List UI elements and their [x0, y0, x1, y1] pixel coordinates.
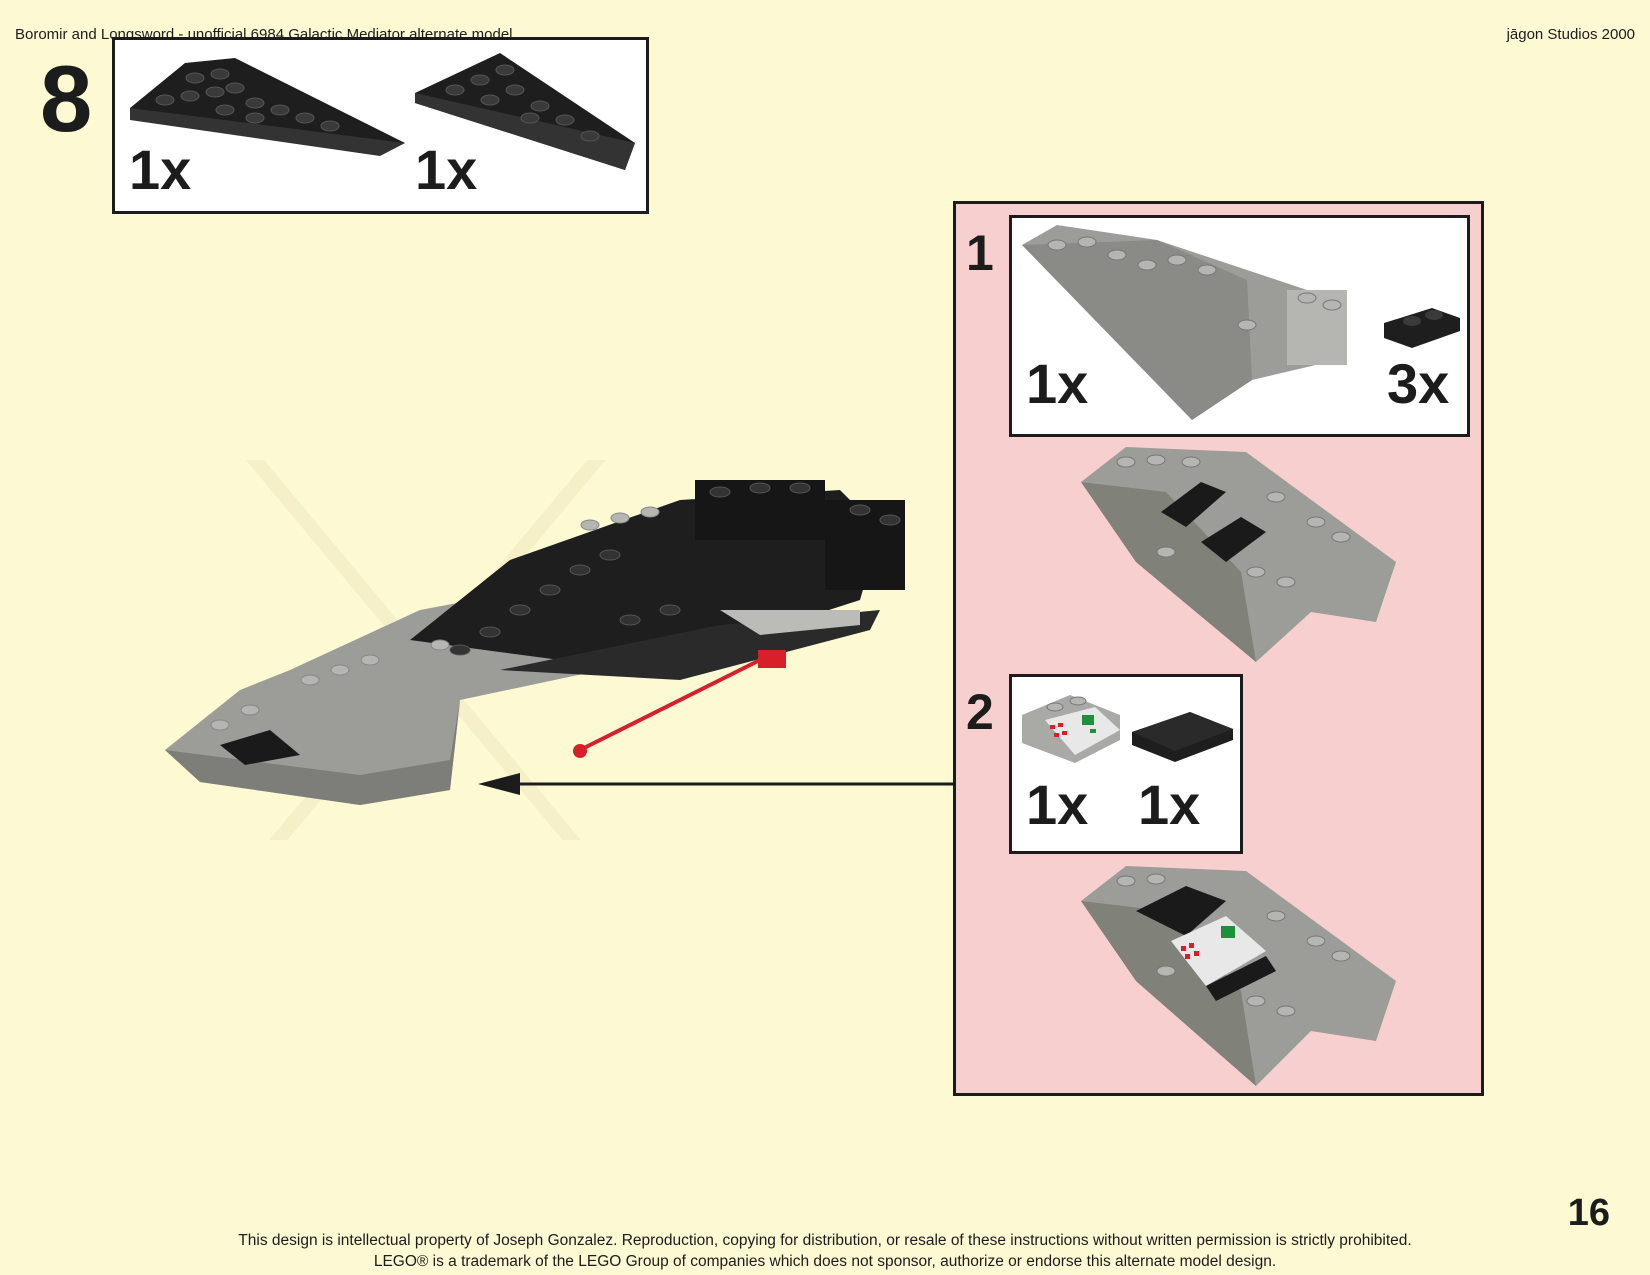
sub-step-1-qty-2: 3x — [1387, 352, 1450, 415]
sub-assembly-result-1-illustration — [1081, 447, 1396, 662]
black-wedge-plate-right-icon — [415, 53, 635, 170]
sub-step-2-parts: 1x 1x — [1009, 674, 1243, 854]
sub-assembly-result-2-illustration — [1081, 866, 1396, 1086]
attach-arrow-icon — [478, 773, 956, 795]
sub-step-2-qty-2: 1x — [1138, 773, 1201, 836]
step-part-qty-2: 1x — [415, 138, 478, 201]
sub-assembly-panel: 1 1x 3x 2 — [953, 201, 1484, 1096]
step-number: 8 — [40, 46, 93, 151]
black-tile-2x2-icon — [1132, 712, 1233, 762]
sub-step-number-2: 2 — [966, 684, 994, 740]
gray-boat-hull-icon — [1022, 225, 1347, 420]
sub-step-number-1: 1 — [966, 225, 994, 281]
parts-list-step: 1x 1x — [112, 37, 649, 214]
spaceship-model-illustration — [165, 460, 905, 840]
footer-copyright: This design is intellectual property of … — [238, 1232, 1412, 1249]
header-studio: jāgon Studios 2000 — [1506, 26, 1635, 43]
page-number: 16 — [1567, 1192, 1610, 1234]
black-wedge-plate-left-icon — [130, 58, 405, 156]
printed-slope-computer-icon — [1022, 695, 1120, 763]
sub-step-1-parts: 1x 3x — [1009, 215, 1470, 437]
step-part-qty-1: 1x — [129, 138, 192, 201]
black-plate-1x2-icon — [1384, 308, 1460, 348]
sub-step-1-qty-1: 1x — [1026, 352, 1089, 415]
footer-trademark: LEGO® is a trademark of the LEGO Group o… — [373, 1253, 1277, 1270]
sub-step-2-qty-1: 1x — [1026, 773, 1089, 836]
